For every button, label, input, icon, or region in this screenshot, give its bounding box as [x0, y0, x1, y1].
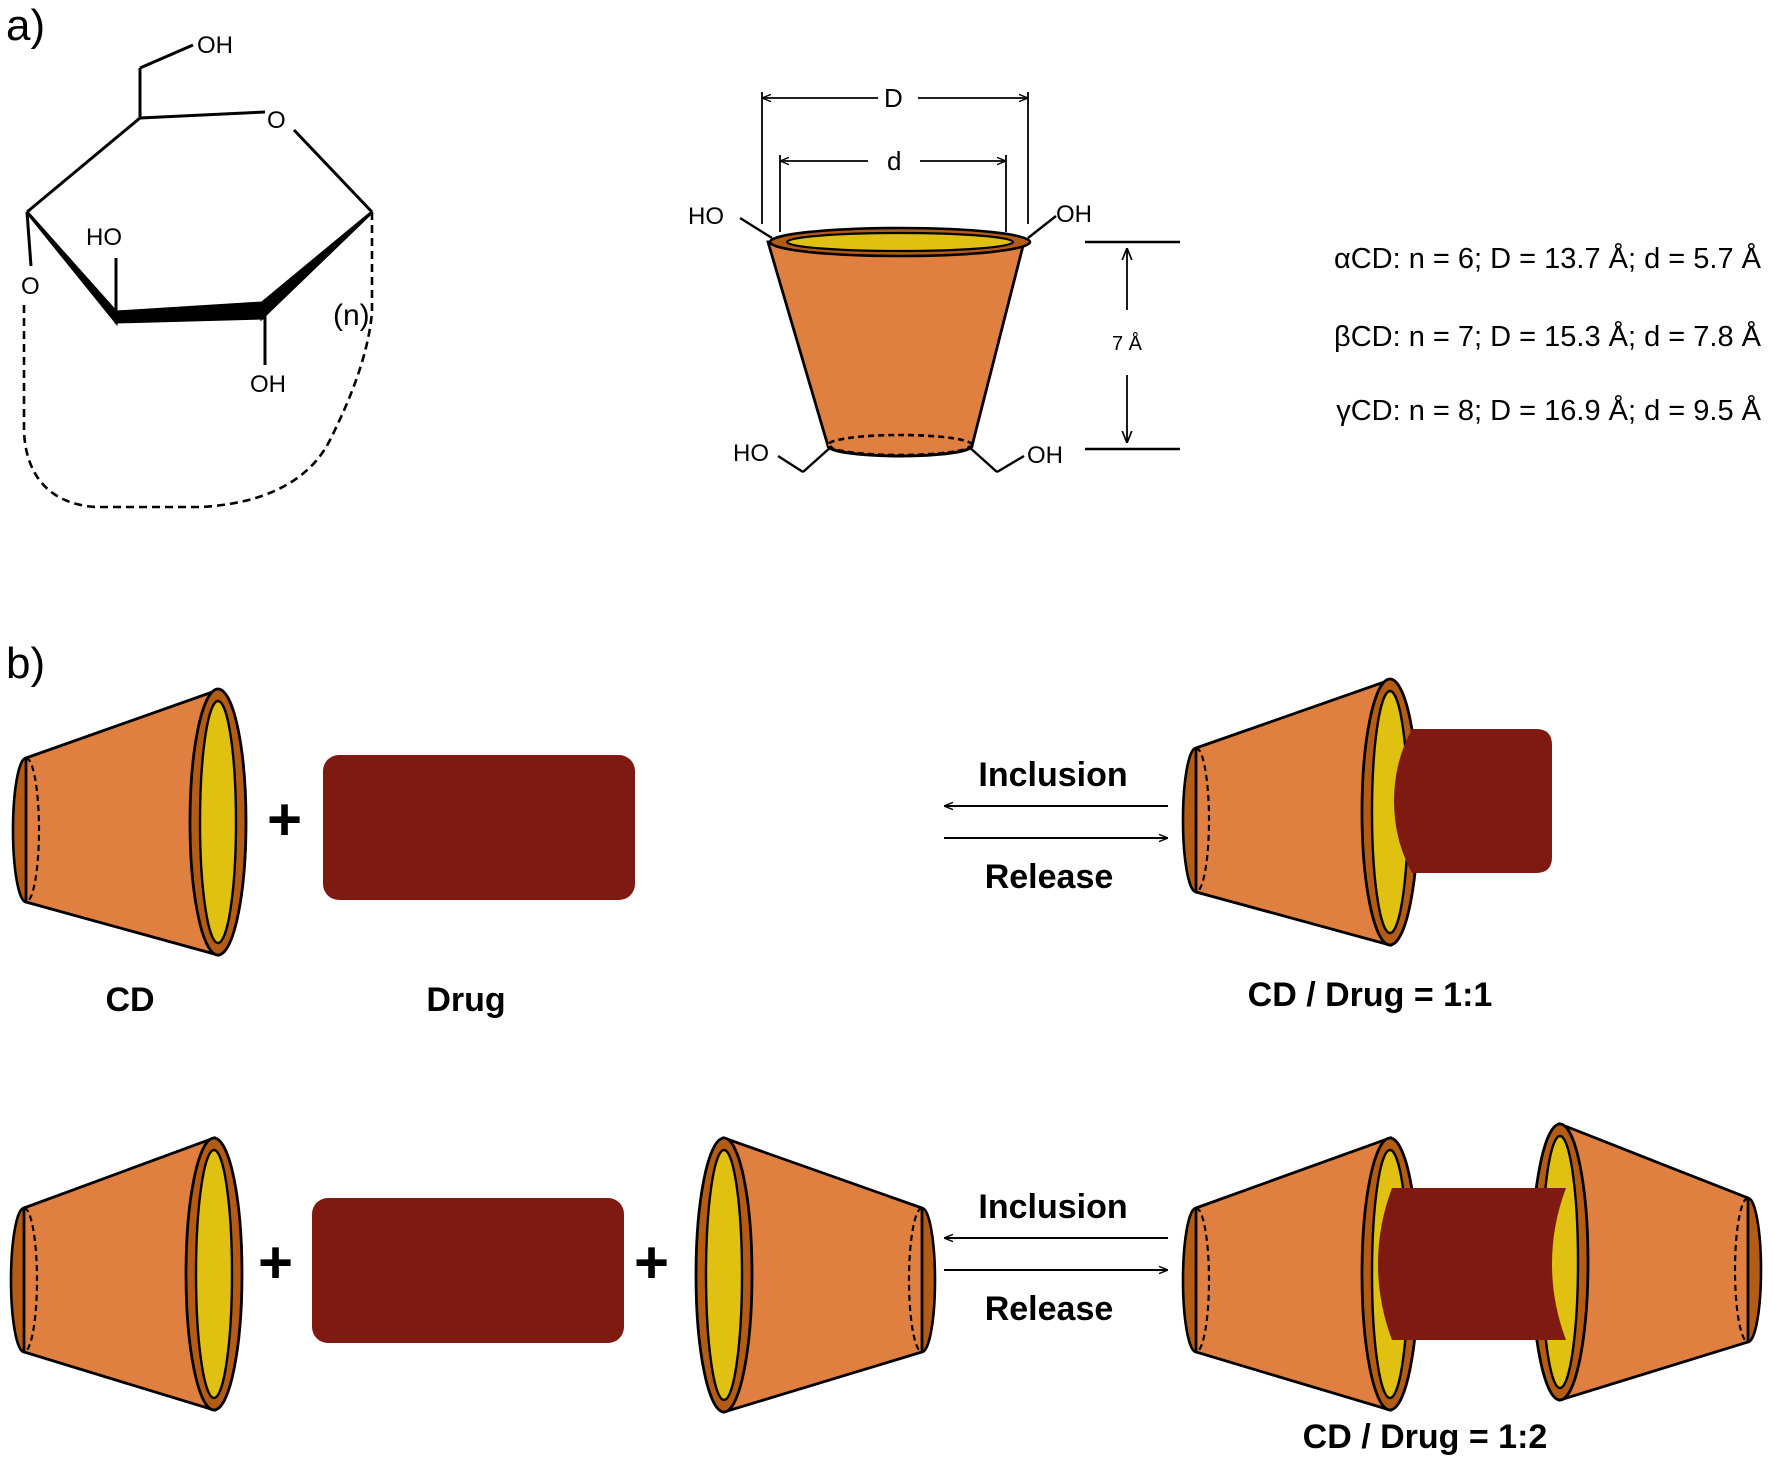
oh-top-label: OH — [197, 32, 233, 59]
outer-diameter-label: D — [884, 83, 903, 113]
plus-row1: + — [267, 786, 302, 853]
panel-a-label: a) — [6, 1, 45, 50]
ring-oxygen-label: O — [267, 107, 286, 134]
drug-block-row2 — [312, 1198, 624, 1343]
complex-1to2 — [1181, 1121, 1763, 1412]
height-label: 7 Å — [1112, 332, 1143, 355]
cd-cone-row2-left — [9, 1135, 244, 1412]
oh-bottom-right-label: OH — [1027, 442, 1063, 469]
release-label-row1: Release — [985, 858, 1114, 896]
plus-row2-second: + — [634, 1229, 669, 1296]
oh-bottom-label: OH — [250, 371, 286, 398]
linking-oxygen-label: O — [21, 273, 40, 300]
inclusion-label-row2: Inclusion — [978, 1188, 1127, 1226]
beta-cd-spec: βCD: n = 7; D = 15.3 Å; d = 7.8 Å — [1334, 320, 1762, 353]
complex-1to1 — [1181, 677, 1552, 947]
drug-block-row1 — [323, 755, 635, 900]
ho-mid-label: HO — [86, 224, 122, 251]
cd-label: CD — [105, 981, 154, 1019]
ho-bottom-left-label: HO — [733, 440, 769, 467]
cd-cone-row1 — [11, 687, 248, 957]
complex-1to2-label: CD / Drug = 1:2 — [1303, 1418, 1548, 1456]
cd-cone-row2-right — [694, 1136, 937, 1414]
inner-diameter-label: d — [887, 146, 901, 176]
panel-b-label: b) — [6, 639, 45, 688]
ho-top-left-label: HO — [688, 203, 724, 230]
equilibrium-arrows-row1 — [944, 806, 1168, 838]
drug-label: Drug — [426, 981, 505, 1019]
alpha-cd-spec: αCD: n = 6; D = 13.7 Å; d = 5.7 Å — [1334, 242, 1762, 275]
dimension-lines — [761, 92, 1180, 451]
plus-row2-first: + — [258, 1229, 293, 1296]
glucose-unit-structure — [22, 43, 374, 509]
gamma-cd-spec: γCD: n = 8; D = 16.9 Å; d = 9.5 Å — [1336, 394, 1761, 427]
oh-top-right-label: OH — [1056, 201, 1092, 228]
inclusion-label-row1: Inclusion — [978, 756, 1127, 794]
equilibrium-arrows-row2 — [944, 1238, 1168, 1270]
complex-1to1-label: CD / Drug = 1:1 — [1248, 976, 1493, 1014]
cyclodextrin-cone-dimension — [739, 215, 1057, 474]
repeat-unit-label: (n) — [333, 299, 370, 332]
release-label-row2: Release — [985, 1290, 1114, 1328]
